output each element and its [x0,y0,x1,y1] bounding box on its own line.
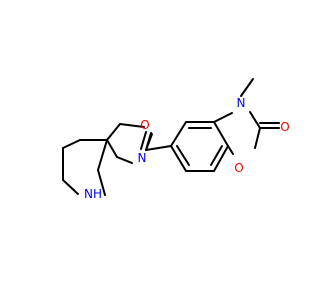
bond [145,132,152,151]
carbonyl-oxygen-label: O [140,118,149,132]
bonds [62,78,280,196]
bond [240,78,254,97]
bond [97,169,106,196]
bond [97,139,108,171]
bond [254,127,261,149]
bond [119,123,145,128]
bond [170,121,187,147]
bond [210,145,223,166]
bond [106,139,118,158]
bond [213,145,229,172]
bond [116,156,133,164]
bond [62,179,79,195]
piperidine-nh-label: NH [84,187,102,201]
molecule-structure: O N NH N O O [62,78,290,201]
benzoxazolone-nitrogen-label: N [237,96,246,110]
bond [140,131,147,150]
pyrrolidine-nitrogen-label: N [138,151,147,165]
bond [213,121,229,147]
structure-canvas: O N NH N O O [62,78,290,201]
ring-oxygen-label: O [234,161,243,175]
bond [145,145,172,151]
bond [176,145,190,166]
bond [227,145,234,155]
bond [62,139,81,149]
bond [106,123,121,141]
atom-labels: O N NH N O O [84,96,290,201]
bond [213,112,233,123]
lactam-oxygen-label: O [280,120,289,134]
bond [170,145,187,172]
bond [249,111,261,129]
